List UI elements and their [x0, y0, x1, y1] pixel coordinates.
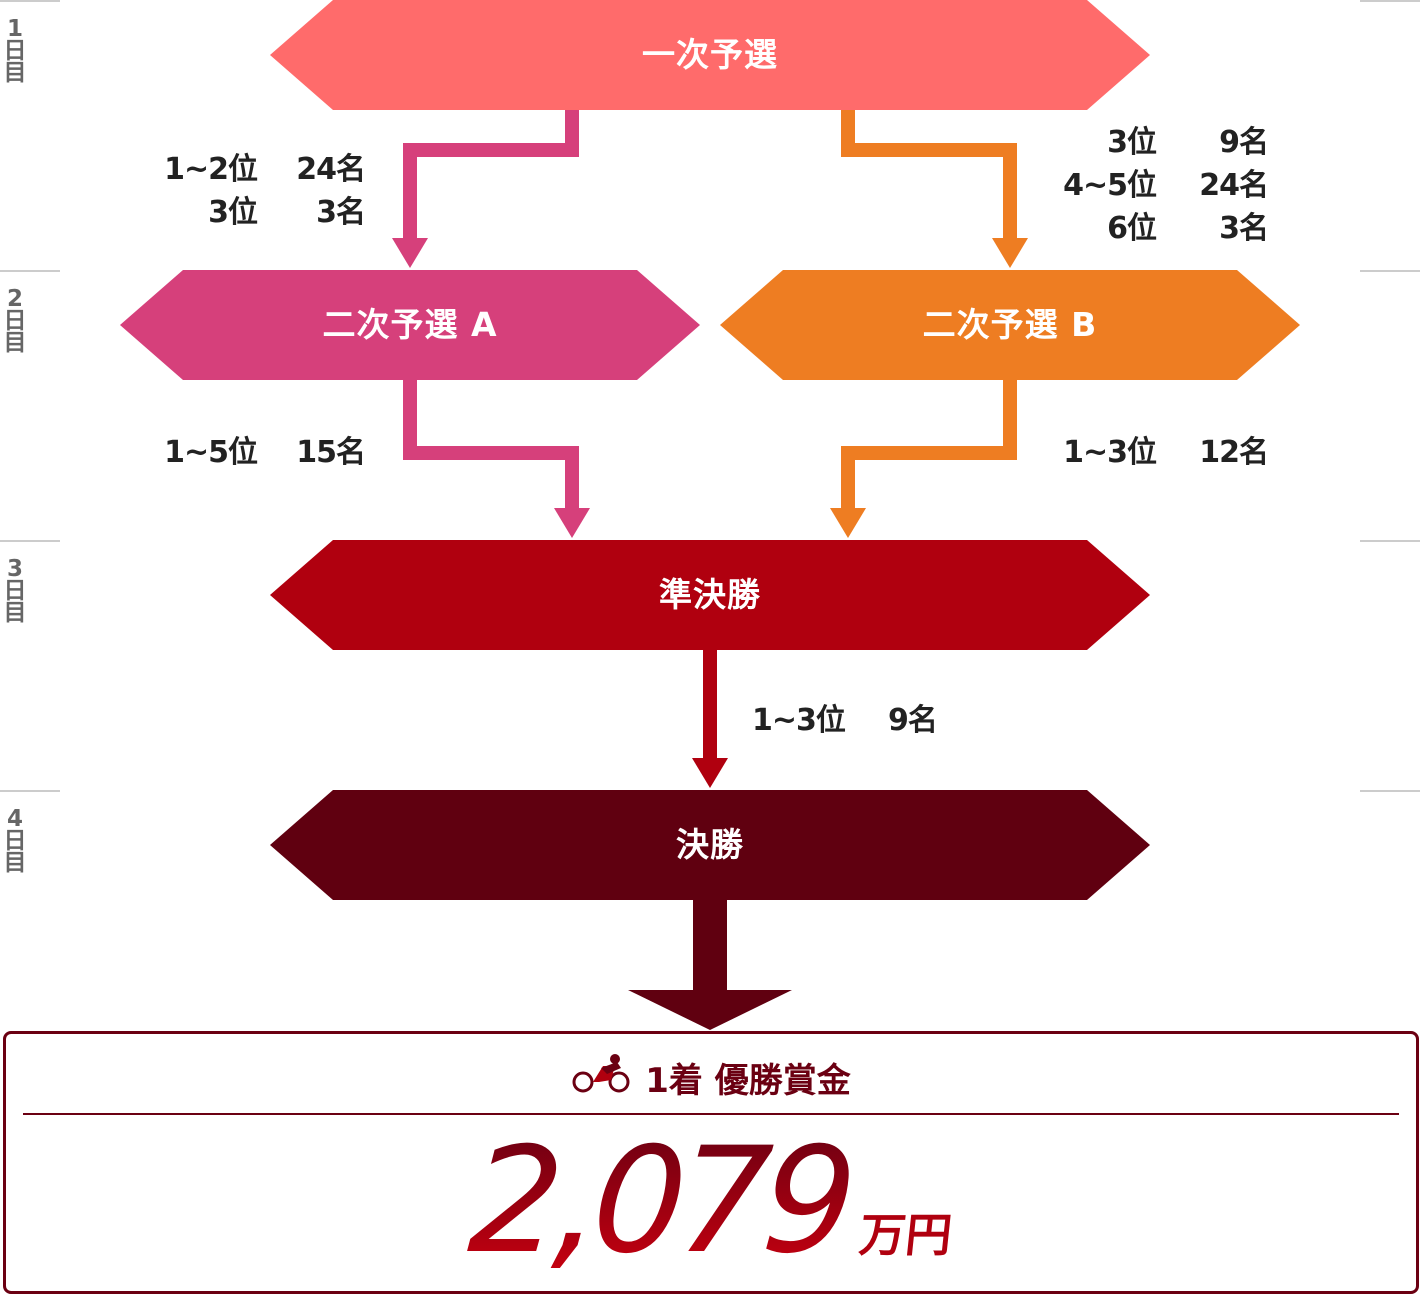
stage-first-shape: [270, 0, 1150, 110]
arrowhead-a-to-semi: [554, 508, 590, 538]
prize-amount-number: 2,079: [464, 1116, 854, 1286]
connectors: [392, 110, 1028, 1030]
day-2-char-1: 日: [3, 308, 27, 334]
day-4-char-2: 目: [3, 850, 27, 876]
qualifier-count: 24名: [296, 152, 366, 187]
qualifier-rank: 1~3位: [1063, 435, 1157, 470]
qualifiers-from-a: 1~5位 15名: [164, 431, 366, 474]
prize-amount: 2,079 万円: [6, 1116, 1416, 1286]
arrowhead-to-a: [392, 238, 428, 268]
qualifier-rank: 3位: [1107, 125, 1157, 160]
qualifier-count: 12名: [1199, 435, 1269, 470]
qualifiers-from-semi: 1~3位 9名: [752, 699, 938, 742]
day-1-char-1: 日: [3, 38, 27, 64]
qualifier-count: 24名: [1199, 168, 1269, 203]
qualifier-rank: 4~5位: [1063, 168, 1157, 203]
stage-semi-shape: [270, 540, 1150, 650]
qualifier-rank: 3位: [208, 195, 258, 230]
qualifier-count: 15名: [296, 435, 366, 470]
day-4-label: 4 日 目: [2, 806, 28, 876]
qualifier-row: 1~3位 12名: [1063, 431, 1269, 474]
stage-final-label: 決勝: [676, 825, 744, 864]
qualifier-count: 9名: [888, 703, 938, 738]
qualifier-row: 1~5位 15名: [164, 431, 366, 474]
stage-second-a-shape: [120, 270, 700, 380]
stage-final-shape: [270, 790, 1150, 900]
connector-final-to-prize: [693, 900, 727, 992]
qualifiers-to-a: 1~2位 24名 3位 3名: [164, 148, 366, 234]
arrowhead-b-to-semi: [830, 508, 866, 538]
stage-second-a-label: 二次予選 A: [322, 305, 498, 344]
prize-box: 1着 優勝賞金 2,079 万円: [3, 1031, 1419, 1294]
stage-shapes: [120, 0, 1300, 900]
qualifier-row: 1~3位 9名: [752, 699, 938, 742]
connector-b-to-semi: [841, 380, 1017, 513]
stage-second-b-label: 二次予選 B: [922, 305, 1098, 344]
qualifiers-to-b: 3位 9名 4~5位 24名 6位 3名: [1063, 121, 1269, 250]
qualifier-rank: 6位: [1107, 211, 1157, 246]
arrowhead-final-to-prize: [628, 990, 792, 1030]
cyclist-icon: [571, 1052, 633, 1103]
day-1-char-2: 目: [3, 60, 27, 86]
connector-first-to-b: [841, 110, 1017, 243]
day-2-label: 2 日 目: [2, 286, 28, 356]
stage-first-label: 一次予選: [642, 35, 778, 74]
qualifier-row: 1~2位 24名: [164, 148, 366, 191]
qualifier-rank: 1~3位: [752, 703, 846, 738]
day-3-label: 3 日 目: [2, 556, 28, 626]
arrowhead-to-b: [992, 238, 1028, 268]
stage-semi-label: 準決勝: [659, 575, 761, 614]
qualifiers-from-b: 1~3位 12名: [1063, 431, 1269, 474]
qualifier-row: 6位 3名: [1063, 207, 1269, 250]
prize-heading: 1着 優勝賞金: [6, 1052, 1416, 1102]
qualifier-count: 9名: [1219, 125, 1269, 160]
day-2-number: 2: [6, 286, 23, 312]
prize-heading-text: 1着 優勝賞金: [645, 1060, 851, 1101]
day-3-char-1: 日: [3, 578, 27, 604]
stage-second-b-shape: [720, 270, 1300, 380]
qualifier-rank: 1~2位: [164, 152, 258, 187]
day-4-number: 4: [6, 806, 23, 832]
qualifier-rank: 1~5位: [164, 435, 258, 470]
day-3-number: 3: [6, 556, 23, 582]
day-1-number: 1: [6, 16, 23, 42]
day-3-char-2: 目: [3, 600, 27, 626]
prize-divider: [23, 1113, 1399, 1115]
connector-first-to-a: [403, 110, 579, 243]
qualifier-count: 3名: [1219, 211, 1269, 246]
day-2-char-2: 目: [3, 330, 27, 356]
prize-amount-unit: 万円: [856, 1208, 955, 1262]
day-4-char-1: 日: [3, 828, 27, 854]
arrowhead-semi-to-final: [692, 758, 728, 788]
day-1-label: 1 日 目: [2, 16, 28, 86]
connector-a-to-semi: [403, 380, 579, 513]
day-separators: [0, 0, 1420, 792]
qualifier-count: 3名: [316, 195, 366, 230]
qualifier-row: 4~5位 24名: [1063, 164, 1269, 207]
qualifier-row: 3位 3名: [164, 191, 366, 234]
qualifier-row: 3位 9名: [1063, 121, 1269, 164]
